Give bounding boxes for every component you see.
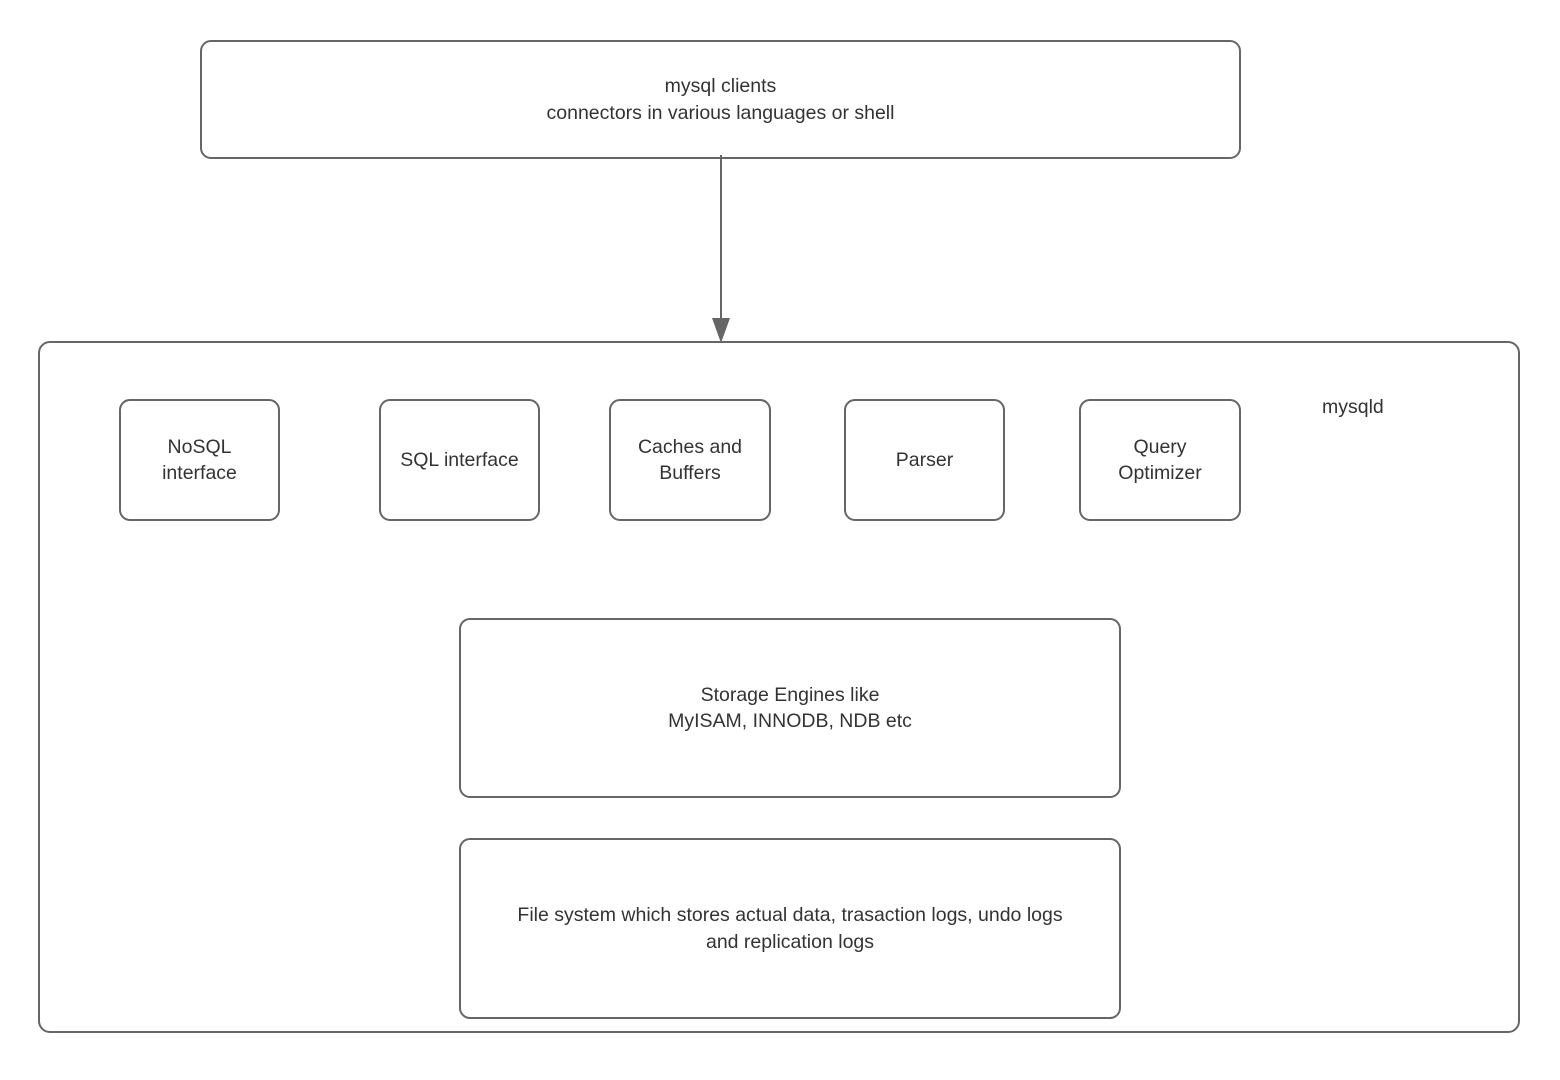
component-query-optimizer[interactable]: Query Optimizer (1079, 399, 1241, 521)
storage-engines-label: Storage Engines like MyISAM, INNODB, NDB… (668, 683, 912, 732)
file-system-label: File system which stores actual data, tr… (517, 904, 1063, 953)
arrow-clients-to-mysqld (712, 155, 730, 343)
component-sql-interface[interactable]: SQL interface (379, 399, 540, 521)
file-system-box[interactable]: File system which stores actual data, tr… (459, 838, 1121, 1019)
component-nosql-interface[interactable]: NoSQL interface (119, 399, 280, 521)
component-sql-interface-label: SQL interface (400, 448, 519, 471)
component-parser-label: Parser (895, 448, 954, 471)
mysqld-label: mysqld (1322, 396, 1384, 418)
mysql-clients-label: mysql clients connectors in various lang… (546, 75, 895, 124)
component-query-optimizer-label: Query Optimizer (1118, 435, 1202, 484)
component-caches-and-buffers[interactable]: Caches and Buffers (609, 399, 771, 521)
component-parser[interactable]: Parser (844, 399, 1005, 521)
component-nosql-interface-label: NoSQL interface (162, 435, 237, 484)
mysql-clients-box[interactable]: mysql clients connectors in various lang… (200, 40, 1241, 159)
storage-engines-box[interactable]: Storage Engines like MyISAM, INNODB, NDB… (459, 618, 1121, 798)
component-caches-and-buffers-label: Caches and Buffers (637, 435, 743, 484)
